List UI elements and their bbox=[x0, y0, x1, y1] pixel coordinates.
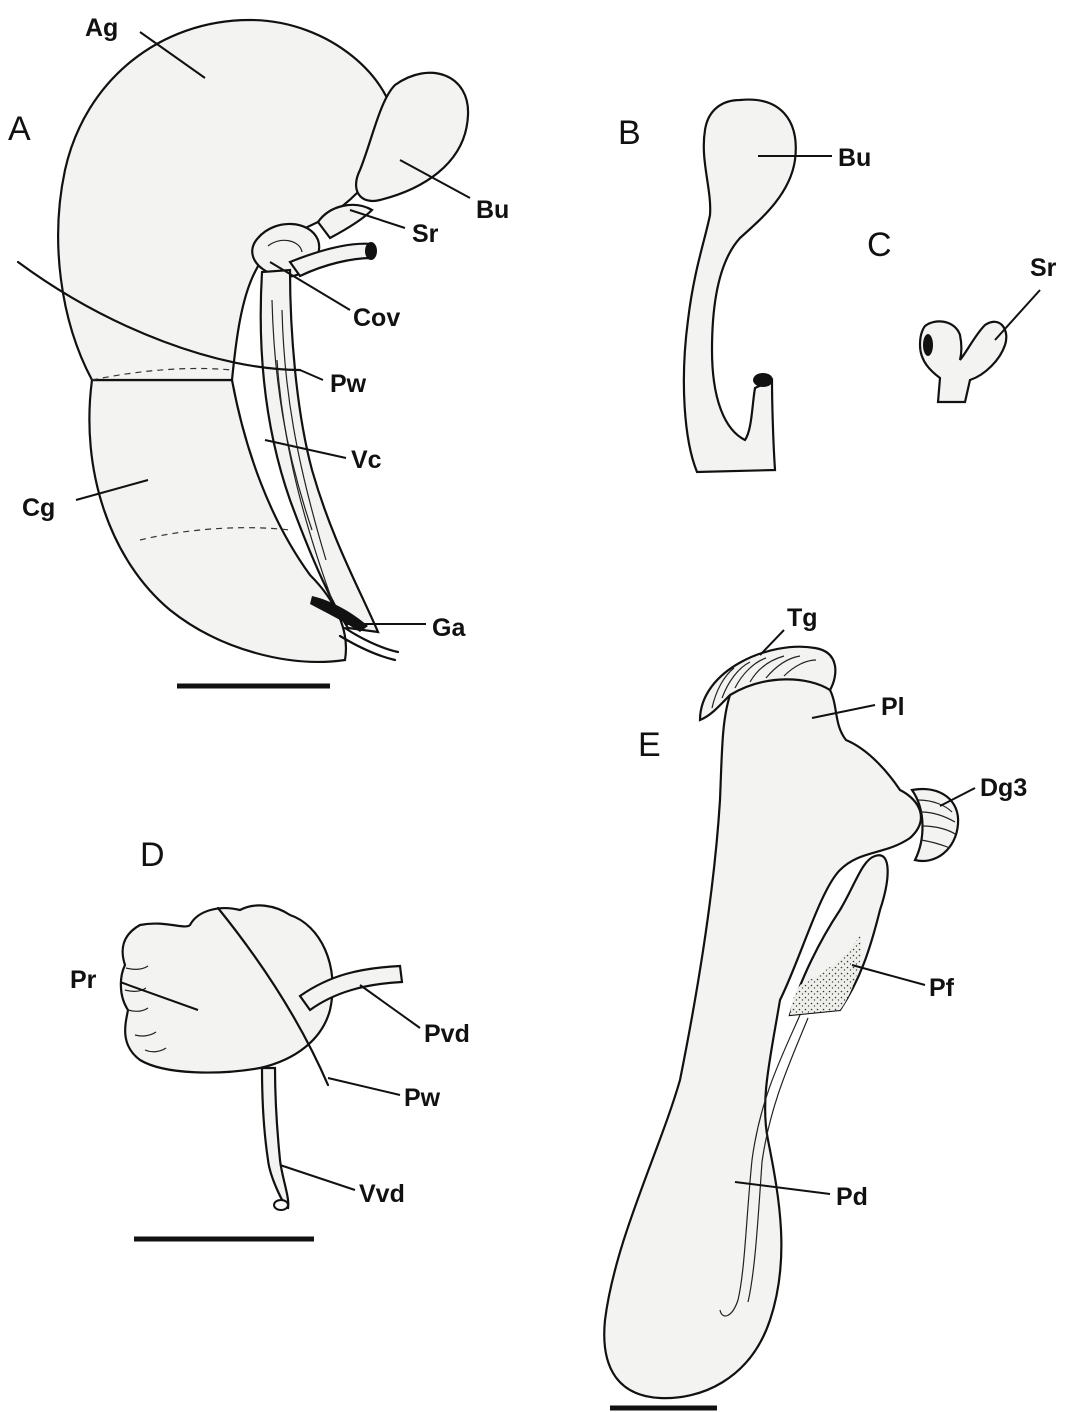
label-pw-d: Pw bbox=[404, 1084, 441, 1112]
prostate bbox=[121, 905, 333, 1072]
label-vc: Vc bbox=[351, 446, 382, 474]
panel-c: C Sr bbox=[867, 226, 1057, 402]
panel-d: D Pr Pvd Pw Vvd bbox=[70, 836, 470, 1239]
seminal-receptacle-c-opening bbox=[923, 334, 933, 356]
label-cov: Cov bbox=[353, 304, 400, 332]
label-pvd: Pvd bbox=[424, 1020, 470, 1048]
panel-e: E Tg Pl Dg3 Pf Pd bbox=[604, 604, 1027, 1408]
vvd-end bbox=[274, 1200, 288, 1210]
panel-b: B Bu bbox=[618, 100, 871, 472]
label-tg: Tg bbox=[787, 604, 818, 632]
visceral-vas-deferens bbox=[262, 1068, 288, 1208]
seminal-receptacle-c bbox=[920, 321, 1006, 402]
label-pw-a: Pw bbox=[330, 370, 367, 398]
label-pf: Pf bbox=[929, 974, 955, 1002]
panel-c-letter: C bbox=[867, 226, 892, 264]
label-sr-a: Sr bbox=[412, 220, 439, 248]
panel-b-letter: B bbox=[618, 114, 641, 152]
label-pl: Pl bbox=[881, 693, 905, 721]
label-vvd: Vvd bbox=[359, 1180, 405, 1208]
bursa-b-opening bbox=[753, 373, 773, 387]
oviduct-opening bbox=[365, 242, 377, 260]
label-dg3: Dg3 bbox=[980, 774, 1027, 802]
label-sr-c: Sr bbox=[1030, 254, 1057, 282]
panel-a: A Ag Bu Sr bbox=[8, 14, 509, 686]
label-ga: Ga bbox=[432, 614, 466, 642]
panel-e-letter: E bbox=[638, 726, 661, 764]
label-bu-a: Bu bbox=[476, 196, 509, 224]
panel-a-letter: A bbox=[8, 110, 31, 148]
label-ag: Ag bbox=[85, 14, 118, 42]
label-bu-b: Bu bbox=[838, 144, 871, 172]
label-cg: Cg bbox=[22, 494, 55, 522]
panel-d-letter: D bbox=[140, 836, 165, 874]
label-pr: Pr bbox=[70, 966, 97, 994]
label-pd: Pd bbox=[836, 1183, 868, 1211]
albumen-gland bbox=[58, 20, 395, 380]
penis bbox=[604, 677, 921, 1398]
